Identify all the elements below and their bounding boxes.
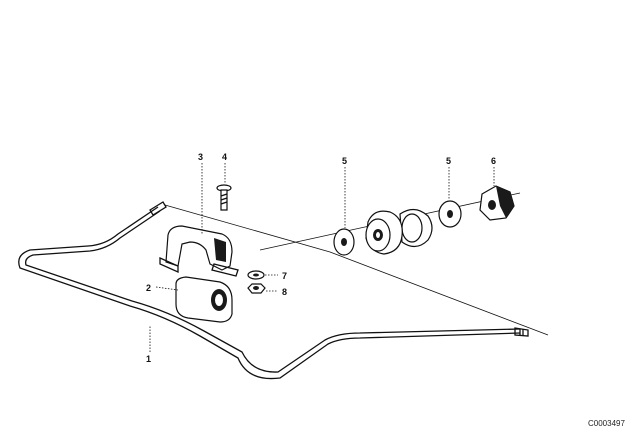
stabilizer-bar-outer-edge — [18, 206, 521, 380]
rubber-bushing-collar — [401, 213, 423, 243]
lock-washer[interactable] — [247, 270, 265, 280]
clamp-bracket-flange — [159, 256, 179, 274]
bolt-thread — [220, 193, 228, 197]
callout-7: 7 — [282, 271, 287, 281]
stabilizer-bar[interactable] — [18, 201, 529, 380]
rubber-mounting[interactable] — [175, 276, 233, 323]
clamp-bracket[interactable] — [159, 225, 239, 277]
diagram-reference-id: C0003497 — [588, 419, 625, 428]
washer-left[interactable] — [333, 228, 355, 256]
small-nut-hole — [253, 286, 259, 290]
callout-6: 6 — [491, 156, 496, 166]
lock-washer-hole — [253, 273, 259, 277]
callout-1: 1 — [146, 354, 151, 364]
reference-line-left — [164, 204, 549, 336]
rubber-bushing-bore-inner — [376, 232, 380, 238]
clamp-bracket-shadow — [214, 238, 226, 262]
washer-right[interactable] — [438, 200, 462, 228]
hex-nut-hole — [488, 200, 496, 210]
leader-lines — [149, 163, 495, 352]
callout-numbers: 1 2 3 4 5 5 6 7 8 — [146, 152, 496, 364]
hex-nut[interactable] — [479, 185, 515, 221]
rubber-mounting-bore-inner — [215, 294, 223, 306]
stabilizer-bar-right-end — [514, 327, 529, 337]
bolt-thread — [220, 197, 228, 201]
stabilizer-bar-inner-edge — [25, 210, 521, 373]
callout-5-right: 5 — [446, 156, 451, 166]
stabilizer-bar-left-end — [149, 201, 167, 216]
leader-2 — [155, 286, 179, 291]
bolt-thread — [220, 201, 228, 205]
callout-5-left: 5 — [342, 156, 347, 166]
clamp-bracket-flange-right — [211, 263, 239, 277]
callout-3: 3 — [198, 152, 203, 162]
rubber-bushing-pair[interactable] — [365, 208, 433, 255]
bolt[interactable] — [216, 184, 232, 211]
hex-nut-shading — [496, 186, 514, 218]
clamp-bracket-body — [165, 225, 233, 271]
small-nut[interactable] — [247, 283, 266, 294]
callout-2: 2 — [146, 283, 151, 293]
callout-4: 4 — [222, 152, 227, 162]
callout-8: 8 — [282, 287, 287, 297]
washer-left-hole — [341, 238, 347, 246]
washer-right-hole — [447, 210, 453, 218]
